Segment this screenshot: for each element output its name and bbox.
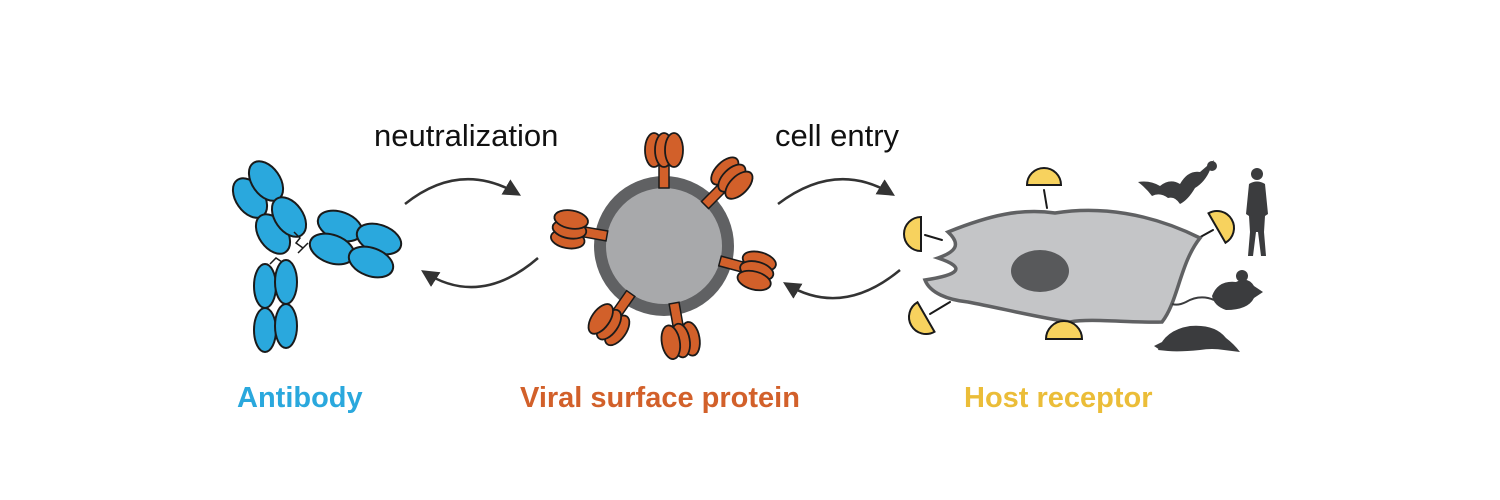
cell-entry-arrow-back xyxy=(783,269,901,300)
mouse-icon xyxy=(1171,270,1263,310)
antibody-label: Antibody xyxy=(237,382,363,414)
pangolin-icon xyxy=(1154,325,1240,352)
spike-protein xyxy=(644,132,684,189)
neutralization-arrow-forward xyxy=(404,177,522,205)
spike-protein xyxy=(587,289,636,347)
human-icon xyxy=(1246,168,1268,256)
antibody-icon xyxy=(231,160,403,353)
neutralization-arrow-back xyxy=(421,257,539,289)
spike-protein xyxy=(550,209,609,250)
spike-protein xyxy=(700,156,754,210)
virus-icon xyxy=(550,132,777,360)
cell-entry-label: cell entry xyxy=(775,118,900,153)
viral-surface-protein-label: Viral surface protein xyxy=(520,382,800,414)
spike-protein xyxy=(717,250,777,292)
receptor xyxy=(1207,210,1235,245)
receptor xyxy=(1044,320,1084,340)
receptor xyxy=(903,215,922,253)
receptor xyxy=(1025,167,1063,186)
host-receptor-label: Host receptor xyxy=(964,382,1153,414)
cell-entry-arrow-forward xyxy=(777,177,895,205)
bat-icon xyxy=(1138,160,1217,204)
spike-protein xyxy=(660,301,701,360)
receptor xyxy=(908,300,936,335)
neutralization-label: neutralization xyxy=(374,118,559,153)
nucleus xyxy=(1011,250,1069,292)
host-cell-icon xyxy=(903,167,1235,340)
